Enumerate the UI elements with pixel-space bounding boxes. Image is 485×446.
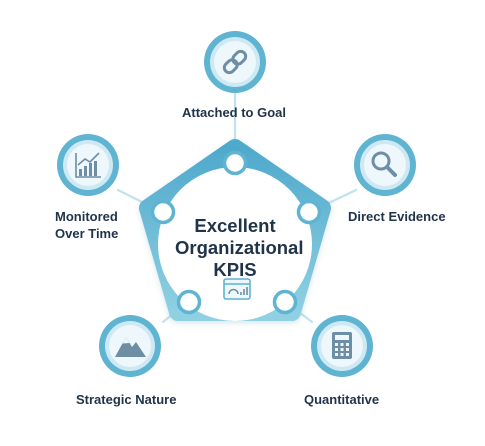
vertex-node-bottom-left [176,289,202,315]
label-attached-to-goal: Attached to Goal [182,104,286,121]
center-title-line-1: Excellent [194,215,276,236]
center-title: Excellent Organizational KPIS [175,215,304,281]
vertex-node-bottom-right [272,289,298,315]
node-quantitative [311,315,373,377]
label-direct-evidence-text: Direct Evidence [348,209,446,224]
label-strategic-nature-text: Strategic Nature [76,392,177,407]
line-chart-icon [75,152,101,178]
label-monitored-line-2: Over Time [55,226,119,241]
link-icon [222,49,248,75]
calculator-icon [332,332,352,359]
vertex-node-left [150,199,176,225]
label-monitored-over-time: Monitored Over Time [55,208,118,242]
node-evidence [354,134,416,196]
center-title-line-3: KPIS [213,259,257,280]
label-quantitative-text: Quantitative [304,392,380,407]
label-direct-evidence: Direct Evidence [348,208,446,225]
node-evidence-face [364,144,406,186]
center-circle [158,167,312,321]
node-monitored-face [67,144,109,186]
node-strategic [99,315,161,377]
label-strategic-nature: Strategic Nature [76,391,176,408]
magnifier-icon [371,151,397,177]
center-title-line-2: Organizational [175,237,304,258]
vertex-node-top [222,150,248,176]
dashboard-icon [223,278,251,300]
vertex-nodes [150,150,322,315]
node-monitored [57,134,119,196]
node-goal [204,31,266,93]
label-attached-to-goal-text: Attached to Goal [182,105,287,120]
vertex-node-right [296,199,322,225]
label-monitored-line-1: Monitored [55,209,118,224]
mountain-icon [115,337,146,357]
label-quantitative: Quantitative [304,391,379,408]
